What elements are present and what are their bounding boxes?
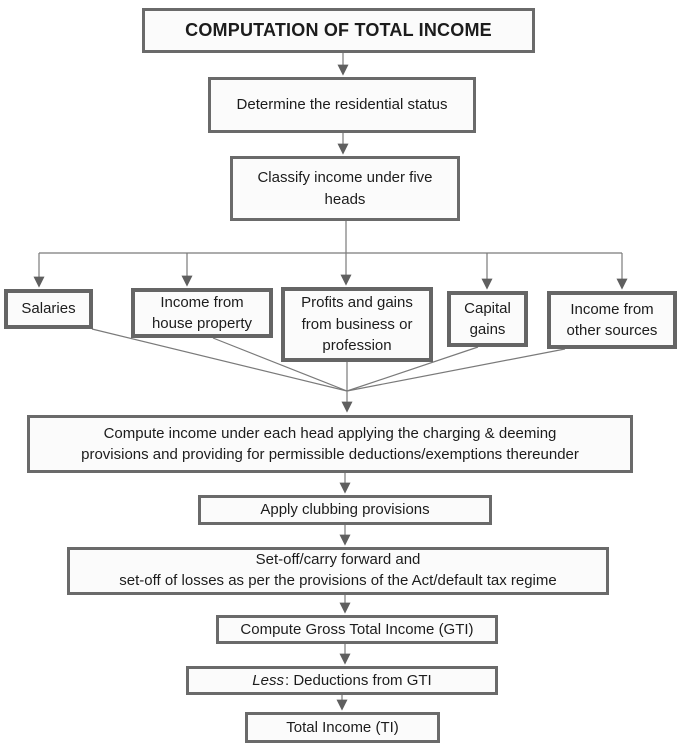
- step-gross-total-income: Compute Gross Total Income (GTI): [216, 615, 498, 644]
- diagram-title: COMPUTATION OF TOTAL INCOME: [142, 8, 535, 53]
- diagram-title-text: COMPUTATION OF TOTAL INCOME: [185, 19, 492, 40]
- step-total-income: Total Income (TI): [245, 712, 440, 743]
- step-clubbing-label: Apply clubbing provisions: [260, 501, 430, 519]
- step-deductions-from-gti: Less: Deductions from GTI: [186, 666, 498, 695]
- step-compute-line2: provisions and providing for permissible…: [81, 446, 579, 463]
- head-profits-gains-business: Profits and gains from business or profe…: [281, 287, 433, 362]
- step-set-off-losses: Set-off/carry forward and set-off of los…: [67, 547, 609, 595]
- head-salaries-label: Salaries: [21, 300, 76, 318]
- step-classify-heads: Classify income under five heads: [230, 156, 460, 221]
- step-setoff-line1: Set-off/carry forward and: [255, 551, 421, 569]
- deductions-label: : Deductions from GTI: [284, 671, 432, 689]
- head-other-sources-label: Income from other sources: [566, 300, 658, 339]
- head-capital-gains: Capital gains: [447, 291, 528, 347]
- step-gti-label: Compute Gross Total Income (GTI): [240, 620, 474, 638]
- step-setoff-line2: set-off of losses as per the provisions …: [119, 572, 557, 589]
- step-classify-line1: Classify income under five: [257, 169, 433, 187]
- head-profits-gains-business-label: Profits and gains from business or profe…: [301, 293, 413, 355]
- head-capital-gains-label: Capital gains: [464, 299, 511, 338]
- step-clubbing-provisions: Apply clubbing provisions: [198, 495, 492, 525]
- head-house-property-label: Income from house property: [151, 293, 253, 332]
- step-residential-status: Determine the residential status: [208, 77, 476, 133]
- less-italic-label: Less: [252, 671, 284, 689]
- step-compute-income: Compute income under each head applying …: [27, 415, 633, 473]
- step-residential-status-label: Determine the residential status: [236, 96, 448, 114]
- head-salaries: Salaries: [4, 289, 93, 329]
- step-classify-line2: heads: [324, 190, 366, 208]
- head-house-property: Income from house property: [131, 288, 273, 338]
- step-total-income-label: Total Income (TI): [286, 718, 399, 736]
- head-other-sources: Income from other sources: [547, 291, 677, 349]
- step-compute-line1: Compute income under each head applying …: [103, 424, 557, 442]
